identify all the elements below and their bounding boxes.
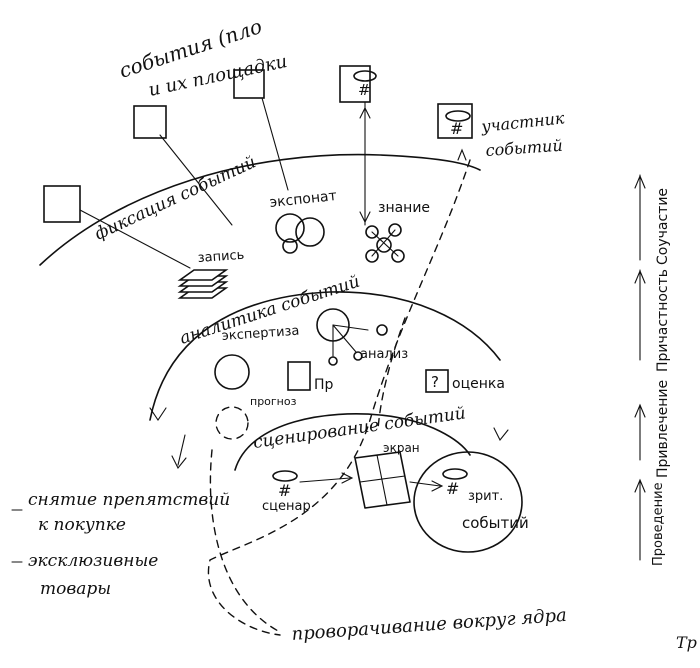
rotation-dashed-path-2 bbox=[377, 317, 406, 431]
spectator-zone-ellipse bbox=[413, 451, 523, 553]
exhibit-circle-2 bbox=[295, 217, 325, 247]
participant-hash-icon: # bbox=[450, 119, 463, 138]
label-scenario: сценар bbox=[262, 499, 311, 514]
participant-hat-icon bbox=[445, 110, 471, 122]
knowledge-top-hat-icon bbox=[353, 70, 377, 82]
analysis-node-3 bbox=[376, 324, 388, 336]
venue-box-1 bbox=[133, 105, 167, 139]
scenario-hash-icon: # bbox=[278, 481, 291, 500]
screen-to-spectator-arrow bbox=[409, 481, 441, 487]
label-knowledge: знание bbox=[378, 200, 430, 216]
venue-box-2 bbox=[233, 69, 265, 99]
label-participant-1: участник bbox=[479, 108, 565, 136]
scenario-hat-icon bbox=[272, 470, 298, 482]
knowledge-network-icon bbox=[365, 223, 405, 263]
knowledge-arrow-down bbox=[359, 211, 371, 224]
middle-arc bbox=[149, 291, 501, 421]
scale-arrow-attraction bbox=[634, 403, 646, 418]
venue-line-1 bbox=[159, 134, 233, 226]
inner-arc bbox=[234, 413, 471, 471]
label-exclusive-goods-2: товары bbox=[40, 579, 111, 599]
label-turning-around-core: проворачивание вокруг ядра bbox=[291, 605, 568, 645]
scenario-arrowhead bbox=[341, 472, 354, 484]
right-arrow-assessment bbox=[493, 427, 509, 442]
venue-line-2 bbox=[261, 97, 289, 191]
analysis-arrow-2 bbox=[332, 324, 357, 353]
analysis-node-1 bbox=[328, 356, 338, 366]
spectator-hat-icon bbox=[442, 468, 468, 480]
label-pr: Пр bbox=[314, 377, 334, 393]
fixation-box bbox=[43, 185, 81, 223]
label-scale-complicity: Соучастие bbox=[655, 188, 671, 265]
participant-arrow-up bbox=[457, 148, 467, 161]
knowledge-arrow-up bbox=[359, 106, 371, 119]
forecast-circle bbox=[215, 406, 249, 440]
label-participant-2: событий bbox=[485, 136, 563, 160]
label-scale-attraction: Привлечение bbox=[655, 380, 671, 478]
spectator-hash-icon: # bbox=[446, 479, 459, 498]
analysis-arrow-3 bbox=[332, 324, 369, 331]
outer-arc bbox=[39, 153, 481, 266]
label-remove-barriers-1: снятие препятствий bbox=[28, 490, 230, 510]
label-scale-conducting: Проведение bbox=[651, 482, 666, 566]
label-spectator-2: событий bbox=[462, 514, 529, 532]
scenario-to-screen-arrow bbox=[299, 477, 351, 483]
rotation-dashed-path bbox=[207, 159, 471, 636]
expertise-circle bbox=[214, 354, 250, 390]
label-exclusive-goods-1: эксклюзивные bbox=[28, 551, 158, 571]
scale-arrow-conducting bbox=[634, 478, 646, 493]
label-expertise: экспертиза bbox=[221, 324, 300, 344]
left-arrow-line-2 bbox=[177, 434, 186, 466]
pr-box bbox=[287, 361, 311, 391]
exhibit-circle-3 bbox=[282, 238, 298, 254]
label-forecast: прогноз bbox=[250, 395, 297, 408]
left-arrow-2 bbox=[171, 455, 187, 470]
label-spectator-1: зрит. bbox=[468, 489, 503, 504]
knowledge-top-box bbox=[339, 65, 371, 103]
label-exhibit: экспонат bbox=[269, 188, 338, 211]
label-assessment: оценка bbox=[452, 376, 505, 392]
exhibit-circle-1 bbox=[275, 213, 305, 243]
analysis-node-2 bbox=[353, 351, 363, 361]
label-analysis: анализ bbox=[360, 347, 408, 362]
assessment-box bbox=[425, 369, 449, 393]
label-record: запись bbox=[197, 248, 245, 266]
screen-grid-icon bbox=[354, 451, 411, 509]
fixation-line bbox=[79, 209, 191, 269]
question-icon: ? bbox=[431, 373, 439, 391]
label-remove-barriers-2: к покупке bbox=[38, 515, 126, 535]
knowledge-top-hash-icon: # bbox=[358, 81, 371, 99]
bottom-dashed-curve bbox=[209, 449, 281, 633]
record-stack-icon bbox=[177, 269, 229, 299]
screen-arrowhead bbox=[431, 480, 444, 492]
label-corner-fragment: Тр bbox=[676, 633, 697, 652]
label-scale-involvement: Причастность bbox=[655, 269, 671, 372]
left-arrow-1 bbox=[149, 407, 167, 421]
scale-arrow-involvement bbox=[634, 269, 646, 284]
scale-arrow-complicity bbox=[634, 174, 646, 189]
label-screen: экран bbox=[383, 441, 420, 455]
label-event-fixation: фиксация событий bbox=[92, 152, 260, 244]
